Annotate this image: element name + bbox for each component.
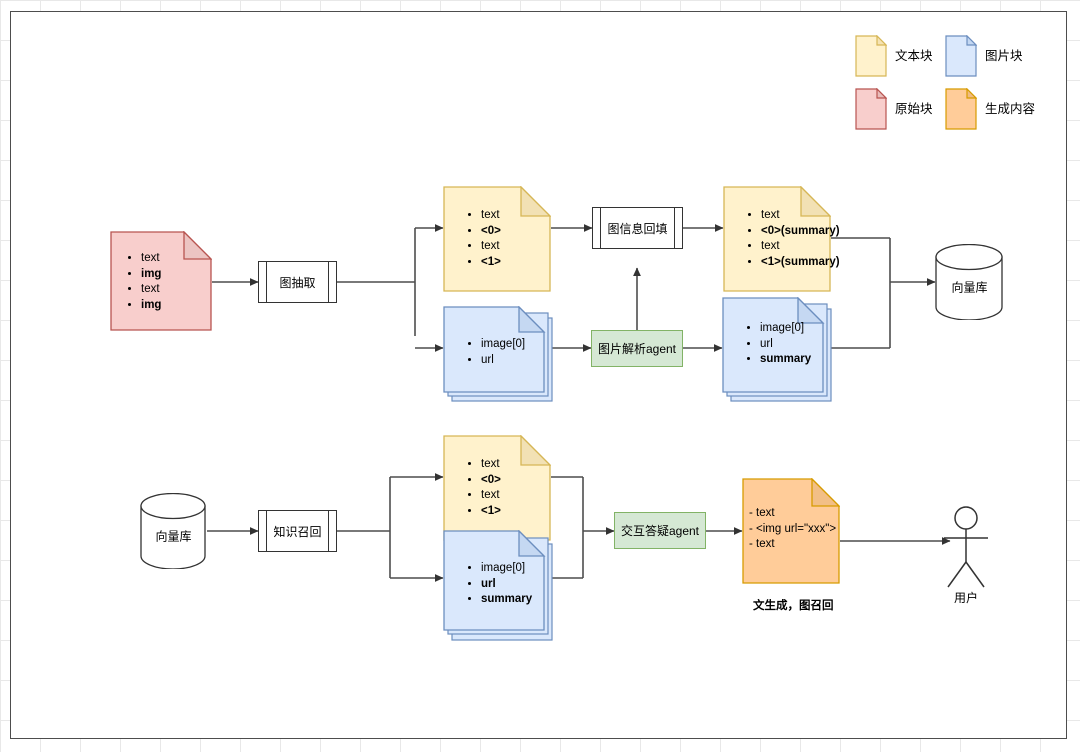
text-chunk-filled-shape: [723, 186, 831, 292]
list-item: text: [481, 239, 551, 255]
answer-document-shape: [742, 478, 840, 584]
answer-caption: 文生成，图召回: [753, 600, 834, 612]
raw-block-swatch-icon: [855, 88, 887, 130]
list-item: url: [760, 337, 840, 353]
process-label: 图抽取: [279, 275, 316, 290]
recalled-image-chunk-shape: [443, 530, 553, 641]
database-cylinder-icon: [140, 492, 206, 570]
list-item: text: [141, 251, 212, 267]
process-image-extraction[interactable]: 图抽取: [258, 261, 337, 303]
image-block-swatch-icon: [945, 35, 977, 77]
legend-label-text-block: 文本块: [895, 49, 933, 63]
legend-label-image-block: 图片块: [985, 49, 1023, 63]
source-document-node[interactable]: text img text img: [110, 231, 212, 331]
list-item: text: [481, 208, 551, 224]
image-chunk-filled-shape: [722, 297, 832, 402]
text-block-swatch-icon: [855, 35, 887, 77]
process-left-bar: [600, 208, 602, 248]
list-item: - text: [749, 507, 775, 519]
source-document-list: text img text img: [127, 251, 212, 313]
recalled-text-chunk-list: text <0> text <1>: [467, 457, 551, 519]
process-label: 图信息回填: [607, 221, 668, 236]
database-cylinder-icon: [935, 243, 1003, 321]
list-item: text: [141, 282, 212, 298]
list-item: <0>: [481, 224, 551, 240]
generated-content-swatch-icon: [945, 88, 977, 130]
text-chunk-list: text <0> text <1>: [467, 208, 551, 270]
vector-db-node-top[interactable]: 向量库: [935, 243, 1004, 321]
image-chunk-list: image[0] url: [467, 337, 561, 368]
vector-db-node-bottom[interactable]: 向量库: [140, 492, 207, 570]
list-item: summary: [760, 352, 840, 368]
list-item: url: [481, 577, 561, 593]
list-item: text: [761, 239, 831, 255]
list-item: image[0]: [481, 561, 561, 577]
legend-label-raw-block: 原始块: [895, 102, 933, 116]
vector-db-label: 向量库: [155, 529, 192, 544]
list-item: <0>: [481, 473, 551, 489]
process-right-bar: [327, 262, 329, 302]
list-item: <1>: [481, 504, 551, 520]
text-chunk-filled-list: text <0>(summary) text <1>(summary): [747, 208, 840, 271]
vector-db-label: 向量库: [951, 280, 988, 295]
recalled-text-chunk-shape: [443, 435, 551, 541]
agent-image-parsing[interactable]: 图片解析agent: [591, 330, 683, 367]
list-item: image[0]: [481, 337, 561, 353]
process-knowledge-recall[interactable]: 知识召回: [258, 510, 337, 552]
list-item: img: [141, 267, 212, 283]
user-actor-label: 用户: [953, 591, 978, 605]
process-right-bar: [327, 511, 329, 551]
image-chunk-node[interactable]: image[0] url: [443, 306, 561, 402]
text-chunk-node[interactable]: text <0> text <1>: [443, 186, 551, 292]
recalled-text-chunk-node[interactable]: text <0> text <1>: [443, 435, 551, 541]
agent-interactive-qa[interactable]: 交互答疑agent: [614, 512, 706, 549]
list-item: url: [481, 353, 561, 369]
answer-document-node[interactable]: - text - <img url="xxx"> - text: [742, 478, 840, 584]
image-chunk-filled-list: image[0] url summary: [746, 321, 840, 368]
list-item: text: [761, 208, 831, 224]
source-document-shape: [110, 231, 212, 331]
recalled-image-chunk-node[interactable]: image[0] url summary: [443, 530, 561, 641]
text-chunk-filled-node[interactable]: text <0>(summary) text <1>(summary): [723, 186, 840, 292]
image-chunk-shape: [443, 306, 553, 402]
list-item: <1>: [481, 255, 551, 271]
recalled-image-chunk-list: image[0] url summary: [467, 561, 561, 608]
process-left-bar: [266, 262, 268, 302]
list-item: summary: [481, 592, 561, 608]
list-item: text: [481, 488, 551, 504]
process-right-bar: [673, 208, 675, 248]
process-image-info-backfill[interactable]: 图信息回填: [592, 207, 683, 249]
legend-label-generated-content: 生成内容: [985, 102, 1036, 116]
list-item: - text: [749, 538, 775, 550]
text-chunk-shape: [443, 186, 551, 292]
list-item: img: [141, 298, 212, 314]
image-chunk-filled-node[interactable]: image[0] url summary: [722, 297, 840, 402]
legend: 文本块 图片块 原始块 生成内容: [855, 35, 1055, 130]
process-left-bar: [266, 511, 268, 551]
list-item: text: [481, 457, 551, 473]
list-item: <0>(summary): [761, 224, 840, 240]
process-label: 知识召回: [273, 524, 322, 539]
agent-label: 交互答疑agent: [620, 524, 700, 538]
agent-label: 图片解析agent: [597, 342, 677, 356]
list-item: image[0]: [760, 321, 840, 337]
list-item: <1>(summary): [761, 255, 840, 271]
list-item: - <img url="xxx">: [749, 522, 837, 535]
